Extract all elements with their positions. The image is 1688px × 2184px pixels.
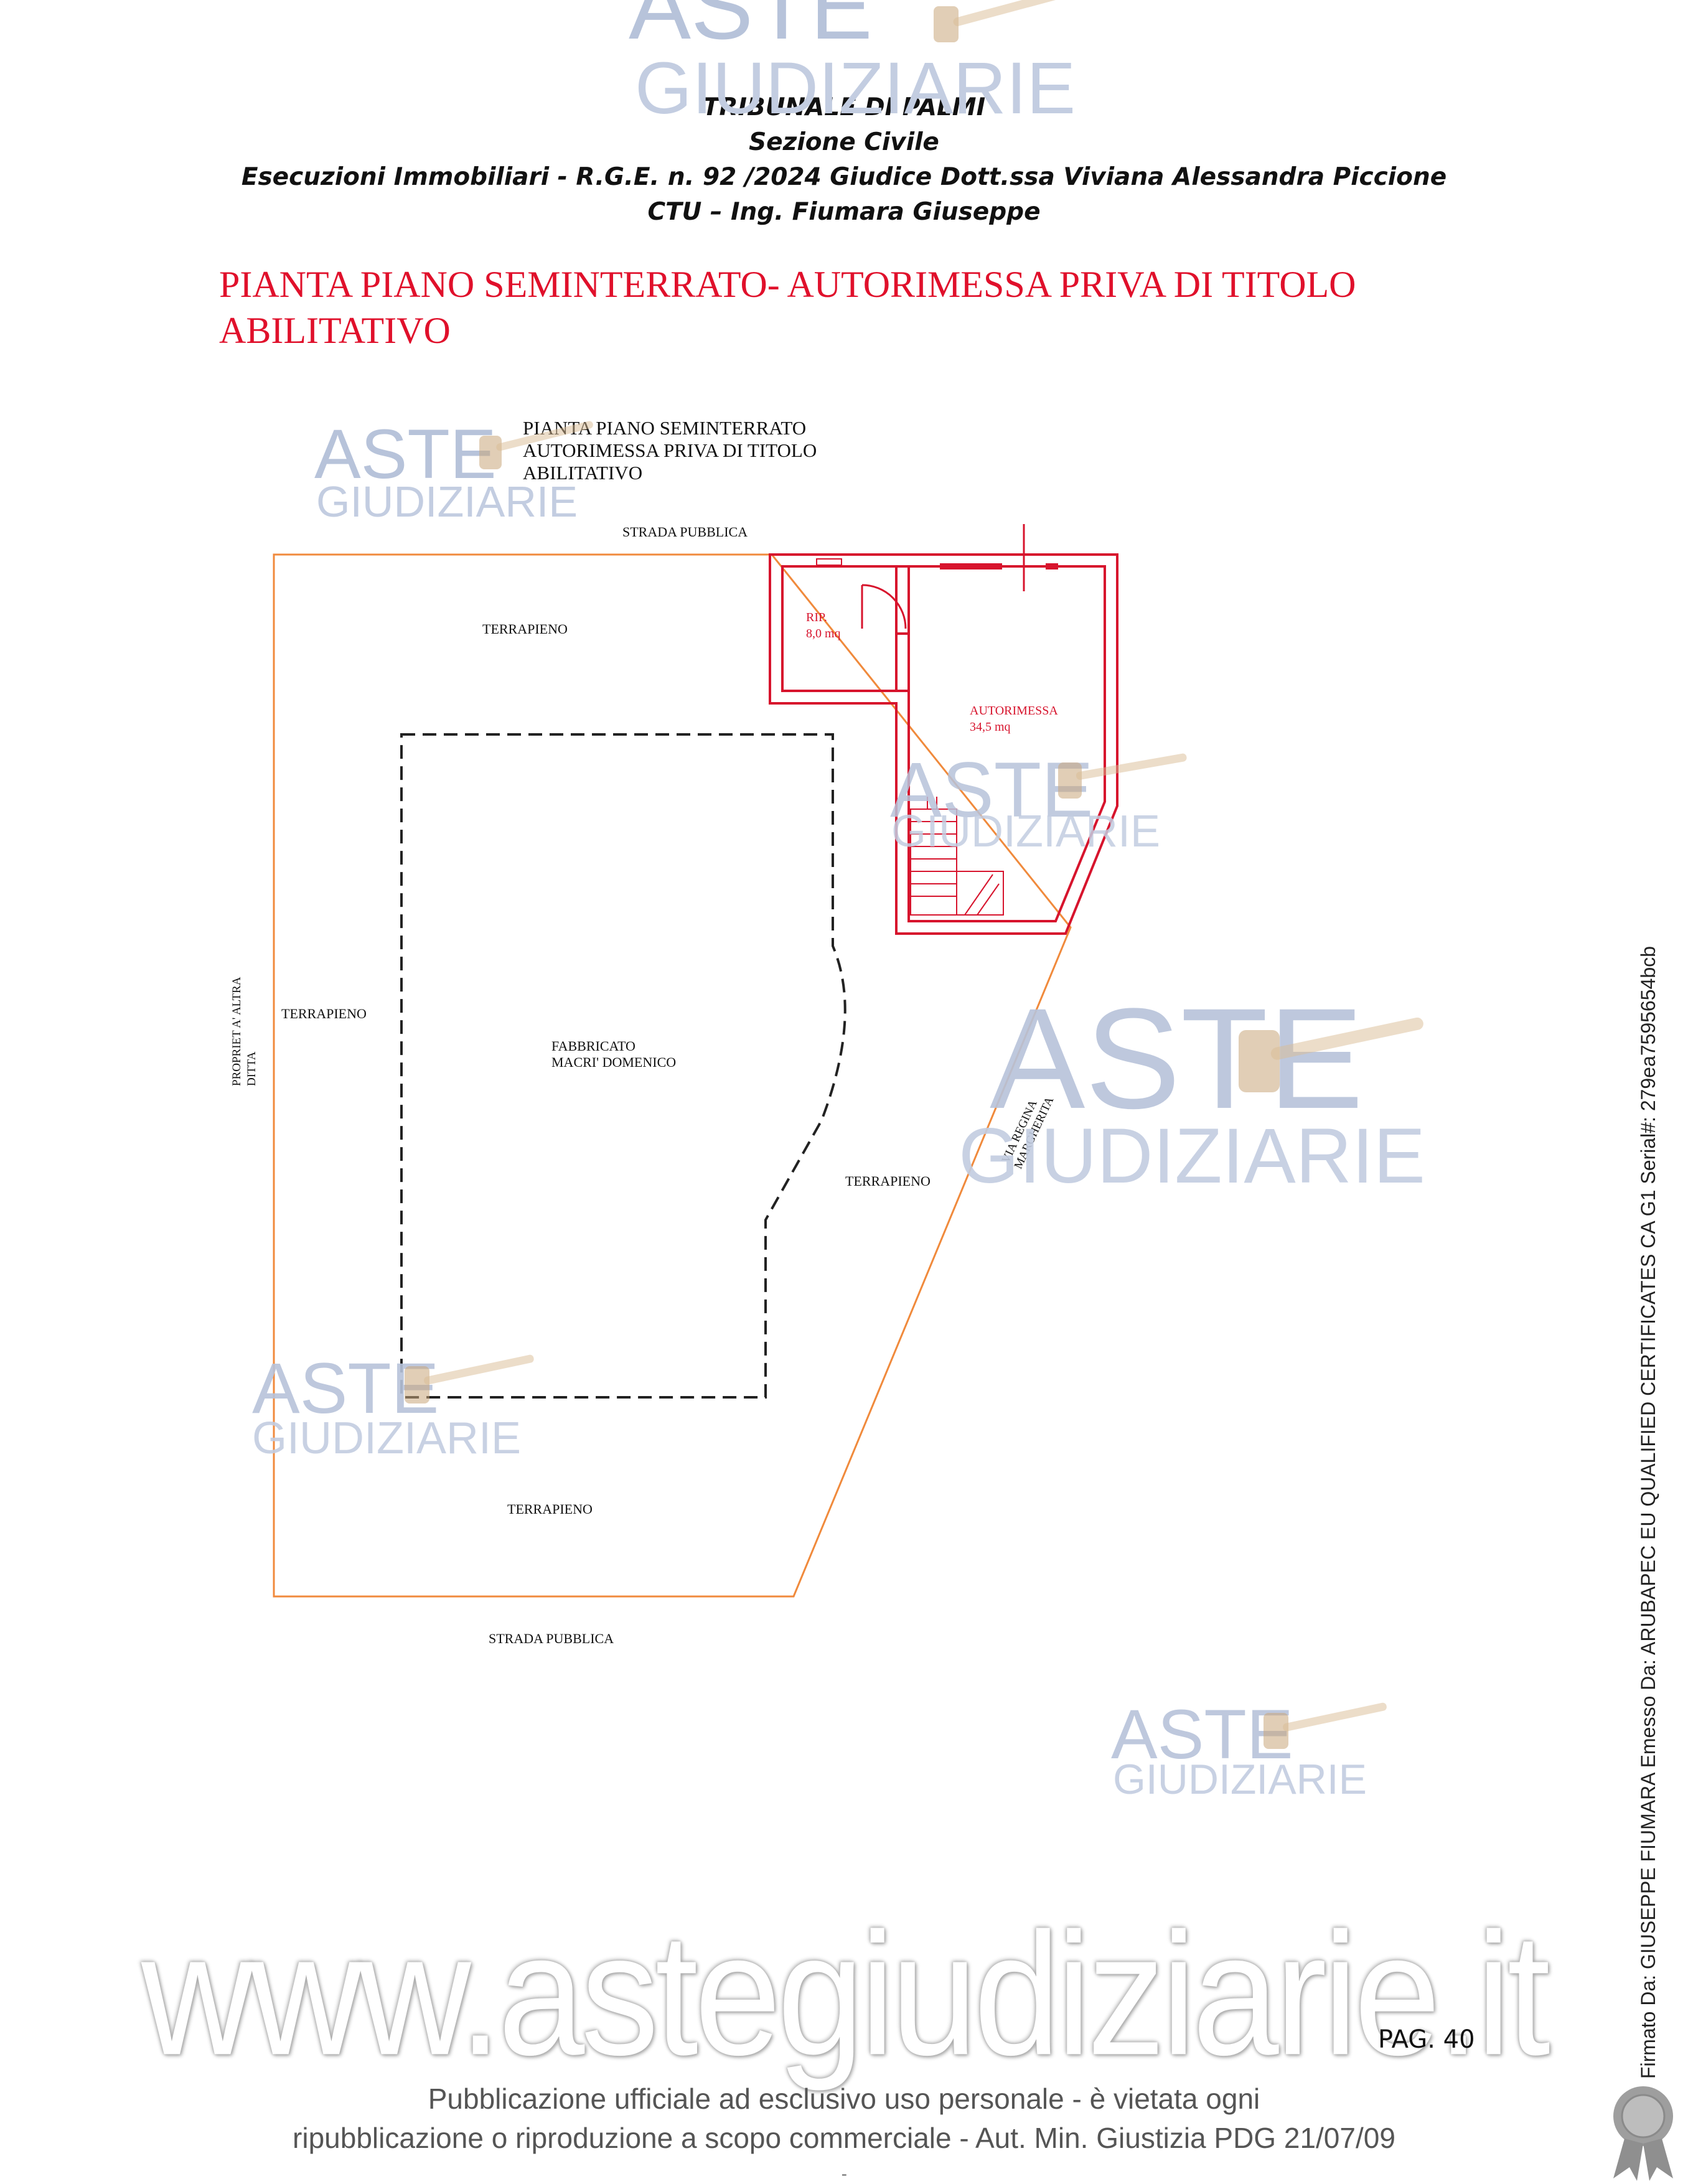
svg-text:ASTE: ASTE [990,978,1364,1138]
svg-text:ABILITATIVO: ABILITATIVO [523,462,642,484]
svg-text:PROPRIET A' ALTRA: PROPRIET A' ALTRA [230,977,243,1086]
watermark-plan-right: ASTE GIUDIZIARIE [959,978,1425,1199]
label-terrapieno-3: TERRAPIENO [845,1173,931,1189]
svg-text:GIUDIZIARIE: GIUDIZIARIE [959,1113,1425,1199]
basement-walls [769,553,1118,935]
label-rip: RIP. [806,611,827,624]
svg-text:ASTE: ASTE [314,415,497,493]
building-footprint [400,733,846,1399]
svg-text:ASTE: ASTE [629,0,873,59]
svg-text:ASTE: ASTE [1111,1695,1293,1773]
label-strada-bottom: STRADA PUBBLICA [489,1631,614,1646]
label-autorimessa: AUTORIMESSA [970,704,1058,718]
header-expert: CTU – Ing. Fiumara Giuseppe [647,198,1041,226]
storage-door [816,524,1058,629]
gavel-icon [479,421,593,469]
seal-icon [1613,2086,1673,2181]
svg-text:GIUDIZIARIE: GIUDIZIARIE [252,1413,521,1463]
watermark-top: ASTE GIUDIZIARIE [629,0,1080,129]
publication-line1: Pubblicazione ufficiale ad esclusivo uso… [428,2083,1260,2115]
label-strada-top: STRADA PUBBLICA [622,524,748,540]
svg-text:GIUDIZIARIE: GIUDIZIARIE [1113,1756,1367,1803]
label-fabbricato-1: FABBRICATO [551,1038,635,1054]
label-rip-area: 8,0 mq [806,627,841,640]
label-fabbricato-2: MACRI' DOMENICO [551,1054,676,1070]
svg-text:GIUDIZIARIE: GIUDIZIARIE [316,477,578,526]
section-title-line2: ABILITATIVO [219,310,451,351]
svg-text:GIUDIZIARIE: GIUDIZIARIE [635,47,1076,129]
label-autorimessa-area: 34,5 mq [970,720,1011,734]
svg-text:DITTA: DITTA [245,1051,258,1086]
property-boundary [273,553,1072,1598]
label-terrapieno-4: TERRAPIENO [507,1501,593,1517]
digital-signature: Firmato Da: GIUSEPPE FIUMARA Emesso Da: … [1637,946,1659,2079]
gavel-icon [1264,1702,1387,1749]
label-terrapieno-2: TERRAPIENO [281,1006,367,1021]
page-number: PAG. 40 [1378,2025,1475,2054]
publication-line2: ripubblicazione o riproduzione a scopo c… [293,2122,1395,2154]
gavel-icon [1058,753,1187,799]
staircase [910,797,1004,916]
label-terrapieno-1: TERRAPIENO [482,621,568,637]
section-title: PIANTA PIANO SEMINTERRATO- AUTORIMESSA P… [219,261,1464,354]
watermark-page-bottomright: ASTE GIUDIZIARIE [1111,1695,1387,1803]
watermark-plan-bottomleft: ASTE GIUDIZIARIE [252,1349,534,1463]
gavel-icon [1239,1017,1423,1092]
site-watermark: www.astegiudiziarie.it [141,1896,1550,2091]
watermark-plan-mid: ASTE GIUDIZIARIE [890,747,1187,856]
header-section: Sezione Civile [749,128,939,156]
svg-text:AUTORIMESSA PRIVA DI TITOLO: AUTORIMESSA PRIVA DI TITOLO [523,439,817,461]
section-title-line1: PIANTA PIANO SEMINTERRATO- AUTORIMESSA P… [219,264,1356,305]
watermark-plan-topleft: ASTE GIUDIZIARIE [314,415,593,526]
header-case: Esecuzioni Immobiliari - R.G.E. n. 92 /2… [241,163,1447,191]
gavel-icon [934,0,1080,42]
svg-text:GIUDIZIARIE: GIUDIZIARIE [891,807,1160,856]
label-proprieta-altra-ditta: PROPRIET A' ALTRA DITTA [230,977,258,1086]
gavel-icon [405,1354,534,1404]
header-court: TRIBUNALE DI PALMI [702,93,986,121]
footer-dot: - [842,2165,847,2183]
